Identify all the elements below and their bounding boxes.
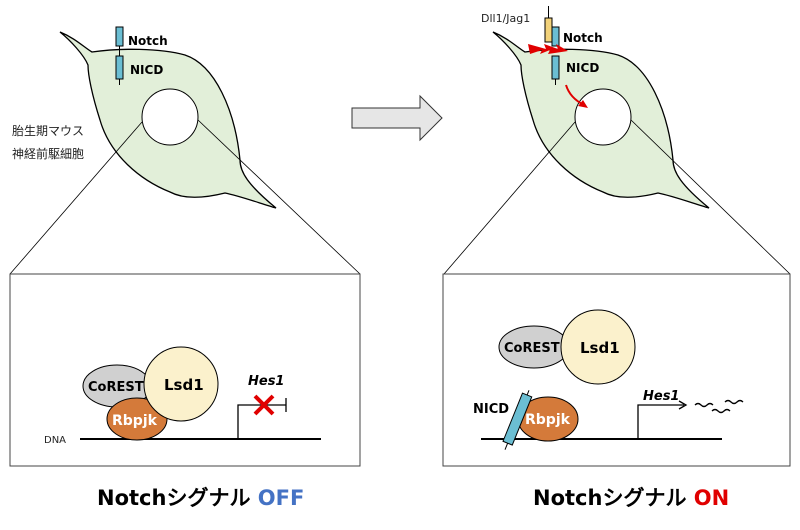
cell-type-line2: 神経前駆細胞 <box>12 146 84 161</box>
left-nicd <box>115 55 124 80</box>
right-caption-prefix: Notchシグナル <box>533 486 686 510</box>
transition-arrow <box>351 94 443 142</box>
left-notch-receptor <box>115 26 124 47</box>
left-cell: Notch NICD 胎生期マウス 神経前駆細胞 <box>9 26 361 275</box>
left-nucleus <box>141 88 199 146</box>
right-hes1-label: Hes1 <box>643 389 679 404</box>
cell-type-line1: 胎生期マウス <box>12 124 84 138</box>
left-lsd1-label: Lsd1 <box>164 376 204 394</box>
transcription-arrow-icon <box>678 400 688 410</box>
right-notch-receptor <box>551 26 560 47</box>
dna-label: DNA <box>44 435 66 446</box>
left-detail-panel: DNA CoREST Lsd1 Rbpjk Hes1 <box>9 273 361 467</box>
left-nicd-label: NICD <box>130 63 163 77</box>
cleavage-icon <box>528 44 568 54</box>
left-caption-prefix: Notchシグナル <box>97 486 250 510</box>
right-nicd-detail-label: NICD <box>473 402 509 417</box>
right-nucleus <box>574 88 632 146</box>
right-lsd1-label: Lsd1 <box>580 339 620 357</box>
right-nicd-bound <box>502 390 533 450</box>
right-lsd1 <box>560 309 636 385</box>
left-hes1-label: Hes1 <box>248 374 284 389</box>
right-rbpjk-label: Rbpjk <box>525 412 571 428</box>
right-nicd-label: NICD <box>566 61 599 75</box>
left-caption-state: OFF <box>258 486 305 510</box>
right-corest-label: CoREST <box>504 341 560 356</box>
right-notch-label: Notch <box>563 31 603 45</box>
left-rbpjk-label: Rbpjk <box>112 413 158 429</box>
left-lsd1 <box>143 346 219 422</box>
right-cell: Dll1/Jag1 Notch NICD <box>443 6 791 275</box>
repression-x-icon <box>253 394 275 416</box>
left-rbpjk <box>106 397 168 441</box>
ligand-label: Dll1/Jag1 <box>481 12 530 25</box>
translocation-arrowhead <box>578 100 588 108</box>
right-nicd <box>551 55 560 80</box>
left-notch-label: Notch <box>128 34 168 48</box>
right-detail-panel: CoREST Lsd1 NICD Rbpjk Hes1 <box>442 273 791 467</box>
right-caption-state: ON <box>694 486 729 510</box>
left-caption: Notchシグナル OFF <box>97 486 304 510</box>
ligand-dll1-jag1 <box>544 17 553 43</box>
right-caption: Notchシグナル ON <box>533 486 729 510</box>
mrna-wave-icon <box>694 399 744 414</box>
left-corest-label: CoREST <box>88 380 144 395</box>
